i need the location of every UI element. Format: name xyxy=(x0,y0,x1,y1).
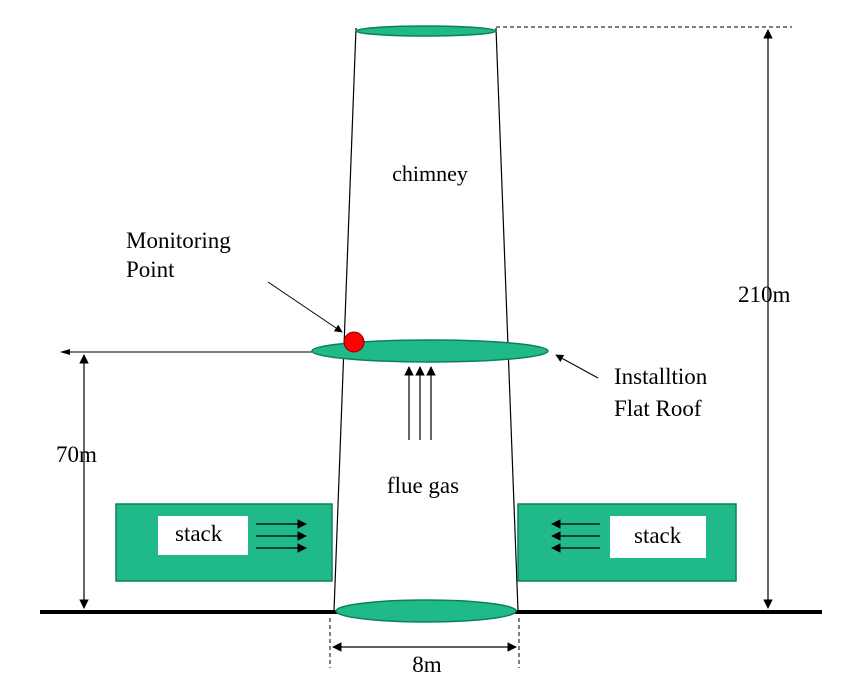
monitoring-point-marker xyxy=(343,331,365,353)
stack-left-label-bg xyxy=(158,516,248,555)
width-8m-label: 8m xyxy=(412,652,442,676)
monitoring-point-label-line2: Point xyxy=(126,257,175,282)
height-210m-label: 210m xyxy=(738,282,791,307)
chimney-label: chimney xyxy=(392,161,468,186)
roof-level-arrow-icon xyxy=(60,349,70,355)
chimney-wall-left xyxy=(333,27,357,612)
flue-gas-label: flue gas xyxy=(387,473,459,498)
stack-right-arrows-icon xyxy=(551,519,600,553)
stack-right-label-bg xyxy=(610,516,706,558)
flat-roof-ellipse xyxy=(311,339,549,363)
chimney-wall-right xyxy=(495,27,519,612)
height-70m-label: 70m xyxy=(56,442,97,467)
stack-left-arrows-icon xyxy=(256,519,307,553)
stack-right-label: stack xyxy=(634,523,682,548)
installation-flat-roof-label-line2: Flat Roof xyxy=(614,396,702,421)
monitoring-pointer-line xyxy=(267,281,343,333)
stack-left-label: stack xyxy=(175,521,223,546)
installation-flat-roof-label-line1: Installtion xyxy=(614,364,708,389)
monitoring-point-label-line1: Monitoring xyxy=(126,228,231,253)
roof-pointer-line xyxy=(555,354,599,379)
flue-gas-arrows-icon xyxy=(404,366,436,440)
chimney-top-ellipse xyxy=(355,25,497,37)
chimney-base-ellipse xyxy=(335,599,517,623)
